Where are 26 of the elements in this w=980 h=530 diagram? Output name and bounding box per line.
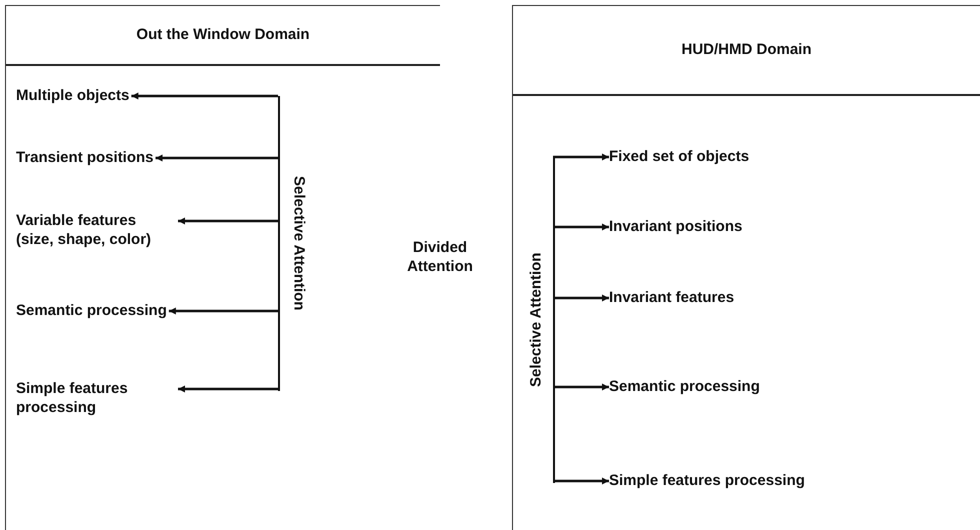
list-item-text: Invariant features <box>609 288 859 312</box>
vertical-label: Selective Attention <box>278 96 318 391</box>
list-item-text: Semantic processing <box>16 301 167 320</box>
list-item-text: Transient positions <box>16 148 154 167</box>
list-item-text: Fixed set of objects <box>609 147 859 171</box>
vertical-label: Selective Attention <box>519 157 555 483</box>
list-item-text: Invariant positions <box>609 217 859 241</box>
list-item-text: Variable features (size, shape, color) <box>16 211 176 249</box>
arrow <box>156 154 278 162</box>
center-label: Divided Attention <box>385 238 495 286</box>
arrow <box>178 386 278 392</box>
list-item-text: Simple features processing <box>609 471 859 515</box>
arrow <box>553 478 609 484</box>
panel-heading: HUD/HMD Domain <box>513 6 980 96</box>
arrow <box>553 384 609 390</box>
arrow <box>553 154 609 160</box>
arrow <box>553 224 609 230</box>
arrow <box>553 294 609 302</box>
arrow <box>178 218 278 224</box>
panel-heading: Out the Window Domain <box>6 6 440 66</box>
domain-panel <box>512 5 980 530</box>
list-item-text: Simple features processing <box>16 379 176 417</box>
list-item-text: Semantic processing <box>609 377 859 401</box>
arrow <box>131 92 278 100</box>
arrow <box>168 308 278 314</box>
list-item-text: Multiple objects <box>16 86 130 105</box>
